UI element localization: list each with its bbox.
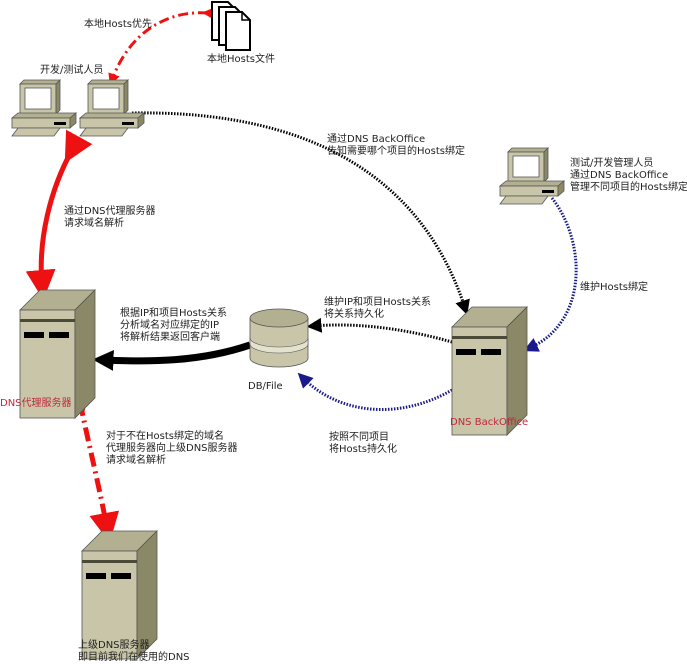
label-line: 维护IP和项目Hosts关系 <box>324 297 431 308</box>
label-line: 根据IP和项目Hosts关系 <box>120 308 227 319</box>
server-tower-icon <box>451 306 528 436</box>
node-label-dns-backoffice: DNS BackOffice <box>450 417 529 428</box>
edge-admin-to-backoffice <box>523 197 578 352</box>
edge-label-pc-to-proxy: 通过DNS代理服务器 请求域名解析 <box>64 206 156 230</box>
edge-label-proxy-to-upstream: 对于不在Hosts绑定的域名 代理服务器向上级DNS服务器 请求域名解析 <box>106 431 238 467</box>
edge-pc-to-backoffice <box>131 111 470 316</box>
edge-db-to-proxy <box>92 341 252 371</box>
edge-label-backoffice-to-db-hosts: 按照不同项目 将Hosts持久化 <box>329 432 397 456</box>
desktop-computer-icon <box>78 79 146 137</box>
edge-local-hosts-priority <box>108 7 215 86</box>
label-line: 管理不同项目的Hosts绑定 <box>570 182 687 193</box>
label-line: 将Hosts持久化 <box>329 444 397 455</box>
node-label-local-hosts-file: 本地Hosts文件 <box>207 54 275 65</box>
node-label-dns-proxy: DNS代理服务器 <box>0 398 72 409</box>
label-line: 请求域名解析 <box>106 455 166 466</box>
node-label-upstream-dns: 上级DNS服务器 即目前我们在使用的DNS <box>78 640 190 664</box>
edge-pc-to-proxy <box>25 129 93 300</box>
desktop-computer-icon <box>498 147 566 205</box>
node-label-db-file: DB/File <box>248 381 283 392</box>
edge-label-pc-to-backoffice: 通过DNS BackOffice 告知需要哪个项目的Hosts绑定 <box>327 134 465 158</box>
label-line: 将关系持久化 <box>324 309 384 320</box>
label-line: 上级DNS服务器 <box>78 640 150 651</box>
label-line: 将解析结果返回客户端 <box>120 332 220 343</box>
label-line: 对于不在Hosts绑定的域名 <box>106 431 224 442</box>
edge-label-db-to-proxy: 根据IP和项目Hosts关系 分析域名对应绑定的IP 将解析结果返回客户端 <box>120 308 227 344</box>
label-line: 分析域名对应绑定的IP <box>120 320 219 331</box>
label-line: 按照不同项目 <box>329 432 389 443</box>
node-label-admin-pc: 测试/开发管理人员 通过DNS BackOffice 管理不同项目的Hosts绑… <box>570 158 687 194</box>
label-line: 请求域名解析 <box>64 218 124 229</box>
edge-proxy-to-upstream <box>62 384 120 543</box>
edge-label-local-hosts-priority: 本地Hosts优先 <box>84 19 152 30</box>
label-line: 通过DNS BackOffice <box>327 134 426 145</box>
document-stack-icon <box>211 1 251 51</box>
label-line: 告知需要哪个项目的Hosts绑定 <box>327 146 465 157</box>
label-line: 即目前我们在使用的DNS <box>78 652 190 663</box>
node-label-dev-test-pcs: 开发/测试人员 <box>40 65 104 76</box>
server-tower-icon <box>19 289 96 419</box>
edge-label-backoffice-to-db-relation: 维护IP和项目Hosts关系 将关系持久化 <box>324 297 431 321</box>
label-line: 代理服务器向上级DNS服务器 <box>106 443 238 454</box>
edge-backoffice-to-db-hosts <box>297 372 453 412</box>
label-line: 通过DNS BackOffice <box>570 170 669 181</box>
server-tower-icon <box>81 530 158 660</box>
edge-label-admin-to-backoffice: 维护Hosts绑定 <box>580 282 648 293</box>
desktop-computer-icon <box>10 79 78 137</box>
edge-backoffice-to-db-relation <box>306 317 453 344</box>
label-line: 通过DNS代理服务器 <box>64 206 156 217</box>
label-line: 测试/开发管理人员 <box>570 158 654 169</box>
database-icon <box>249 308 309 368</box>
